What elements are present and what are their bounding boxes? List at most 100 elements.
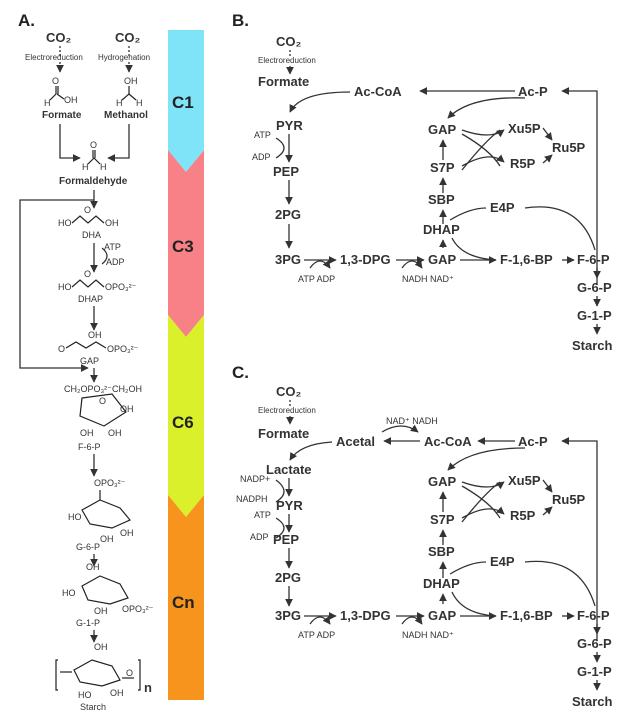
c-nadp: NADP+ — [240, 474, 270, 484]
svg-text:O: O — [84, 205, 91, 215]
svg-text:H: H — [116, 98, 123, 108]
b-g6p: G-6-P — [577, 280, 612, 295]
svg-text:HO: HO — [78, 690, 92, 700]
c-gap-bottom: GAP — [428, 608, 457, 623]
svg-text:n: n — [144, 680, 152, 695]
svg-text:OH: OH — [110, 688, 124, 698]
b-sbp: SBP — [428, 192, 455, 207]
a-dha: DHA — [82, 230, 101, 240]
b-gap-bottom: GAP — [428, 252, 457, 267]
b-atp-adp: ATP ADP — [298, 274, 335, 284]
dha-structure: HO O OH — [58, 205, 119, 228]
svg-text:OH: OH — [94, 642, 108, 652]
band-c6 — [168, 315, 204, 517]
c-starch: Starch — [572, 694, 613, 709]
band-c1-label: C1 — [172, 93, 194, 112]
svg-text:OH: OH — [100, 534, 114, 544]
a-electroreduction: Electroreduction — [25, 53, 83, 62]
svg-text:H: H — [82, 162, 89, 172]
c-f16bp: F-1,6-BP — [500, 608, 553, 623]
c-lactate: Lactate — [266, 462, 312, 477]
svg-text:OH: OH — [105, 218, 119, 228]
svg-text:CH₂OPO₃²⁻: CH₂OPO₃²⁻ — [64, 384, 112, 394]
svg-text:O: O — [99, 396, 106, 406]
band-c6-label: C6 — [172, 413, 194, 432]
panel-b-label: B. — [232, 11, 249, 30]
b-accoa: Ac-CoA — [354, 84, 402, 99]
c-g1p: G-1-P — [577, 664, 612, 679]
c-xu5p: Xu5P — [508, 473, 541, 488]
band-c3 — [168, 150, 204, 337]
c-atp-adp: ATP ADP — [298, 630, 335, 640]
formate-structure: O H OH — [44, 76, 78, 108]
b-xu5p: Xu5P — [508, 121, 541, 136]
svg-text:OPO₃²⁻: OPO₃²⁻ — [107, 344, 139, 354]
a-dhap: DHAP — [78, 294, 103, 304]
c-pyr: PYR — [276, 498, 303, 513]
f6p-structure: CH₂OPO₃²⁻ CH₂OH OH OH OH O — [64, 384, 142, 438]
a-gap: GAP — [80, 356, 99, 366]
c-electroreduction: Electroreduction — [258, 406, 316, 415]
svg-text:H: H — [44, 98, 51, 108]
g1p-structure: OH HO OPO₃²⁻ OH — [62, 562, 154, 616]
c-co2: CO₂ — [276, 384, 302, 399]
starch-structure: OH HO OH O n — [55, 642, 152, 700]
c-nadh-nad: NADH NAD⁺ — [402, 630, 454, 640]
c-2pg: 2PG — [275, 570, 301, 585]
b-atp: ATP — [254, 130, 271, 140]
panel-c-label: C. — [232, 363, 249, 382]
b-3pg: 3PG — [275, 252, 301, 267]
dhap-structure: HO O OPO₃²⁻ — [58, 269, 137, 292]
c-acp: Ac-P — [518, 434, 548, 449]
a-adp: ADP — [106, 257, 125, 267]
c-13dpg: 1,3-DPG — [340, 608, 391, 623]
c-accoa: Ac-CoA — [424, 434, 472, 449]
b-ru5p: Ru5P — [552, 140, 586, 155]
c-ru5p: Ru5P — [552, 492, 586, 507]
a-formate: Formate — [42, 110, 82, 121]
b-pep: PEP — [273, 164, 299, 179]
b-adp: ADP — [252, 152, 271, 162]
c-s7p: S7P — [430, 512, 455, 527]
b-co2: CO₂ — [276, 34, 302, 49]
svg-text:OH: OH — [88, 330, 102, 340]
c-e4p: E4P — [490, 554, 515, 569]
c-sbp: SBP — [428, 544, 455, 559]
b-formate: Formate — [258, 74, 309, 89]
a-g1p: G-1-P — [76, 618, 100, 628]
b-gap-top: GAP — [428, 122, 457, 137]
b-dhap: DHAP — [423, 222, 460, 237]
a-co2-left: CO₂ — [46, 30, 72, 45]
a-g6p: G-6-P — [76, 542, 100, 552]
svg-text:OPO₃²⁻: OPO₃²⁻ — [105, 282, 137, 292]
svg-text:HO: HO — [62, 588, 76, 598]
svg-text:HO: HO — [58, 218, 72, 228]
c-atp: ATP — [254, 510, 271, 520]
svg-text:H: H — [100, 162, 107, 172]
a-methanol: Methanol — [104, 110, 148, 121]
svg-text:HO: HO — [58, 282, 72, 292]
methanol-structure: OH H H — [116, 76, 143, 108]
band-cn — [168, 495, 204, 700]
svg-text:OPO₃²⁻: OPO₃²⁻ — [94, 478, 126, 488]
a-formaldehyde: Formaldehyde — [59, 176, 128, 187]
a-atp: ATP — [104, 242, 121, 252]
b-r5p: R5P — [510, 156, 536, 171]
c-pep: PEP — [273, 532, 299, 547]
svg-text:O: O — [126, 668, 133, 678]
a-co2-right: CO₂ — [115, 30, 141, 45]
b-e4p: E4P — [490, 200, 515, 215]
svg-text:OH: OH — [124, 76, 138, 86]
svg-text:OH: OH — [80, 428, 94, 438]
svg-text:OH: OH — [108, 428, 122, 438]
svg-text:OH: OH — [120, 404, 134, 414]
svg-text:O: O — [84, 269, 91, 279]
c-formate: Formate — [258, 426, 309, 441]
panel-a-label: A. — [18, 11, 35, 30]
svg-text:OH: OH — [86, 562, 100, 572]
a-hydrogenation: Hydrogenation — [98, 53, 150, 62]
c-3pg: 3PG — [275, 608, 301, 623]
svg-text:O: O — [58, 344, 65, 354]
b-acp: Ac-P — [518, 84, 548, 99]
svg-text:OH: OH — [120, 528, 134, 538]
